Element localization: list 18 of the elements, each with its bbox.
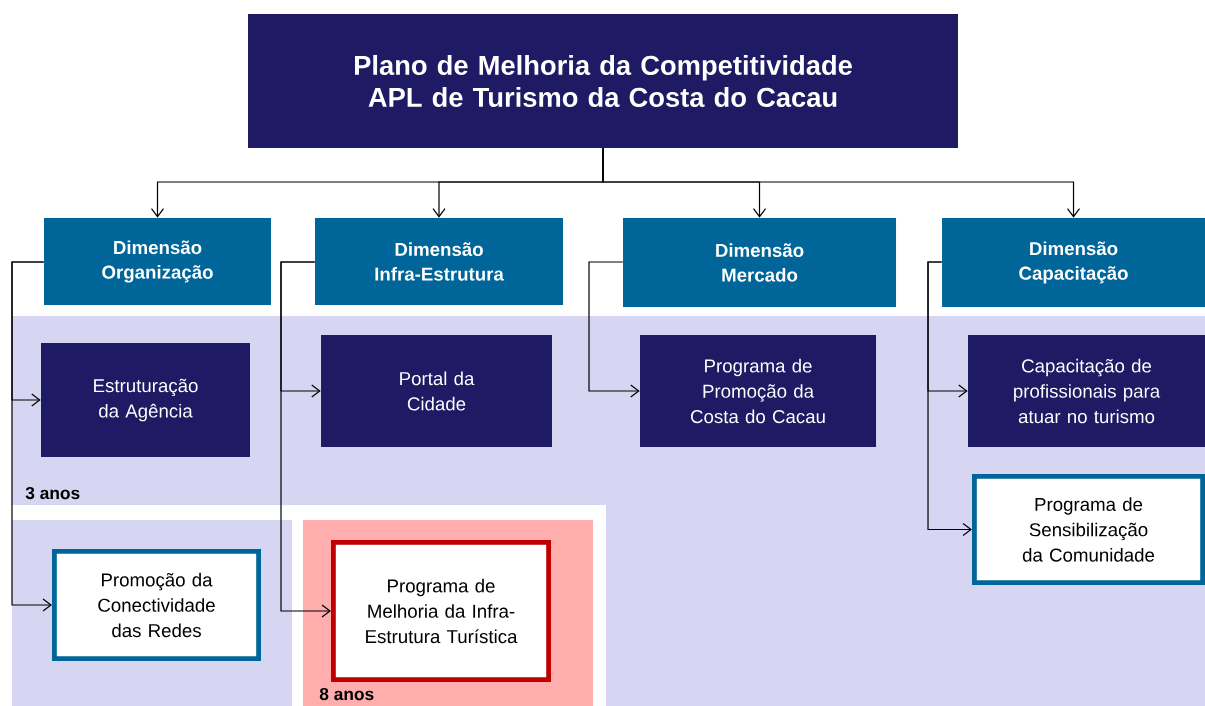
program-box: Promoção da Conectividade das Redes <box>52 549 261 661</box>
arrow <box>927 261 972 537</box>
arrow <box>280 261 331 618</box>
program-box: Capacitação de profissionais para atuar no turismo <box>968 335 1205 447</box>
dimension-box: Dimensão Organização <box>44 218 271 305</box>
arrow <box>602 147 1081 218</box>
node-label: 3 anos <box>25 486 80 500</box>
arrow <box>11 261 52 612</box>
program-box: Programa de Promoção da Costa do Cacau <box>640 335 876 447</box>
program-box: Estruturação da Agência <box>41 343 250 457</box>
program-box: Programa de Melhoria da Infra-Estrutura Turística <box>331 540 551 682</box>
program-box: Programa de Sensibilização da Comunidade <box>972 474 1205 585</box>
program-box: Portal da Cidade <box>321 335 552 447</box>
dimension-box: Dimensão Infra-Estrutura <box>315 218 563 305</box>
arrow <box>588 261 640 398</box>
dimension-box: Dimensão Capacitação <box>942 218 1205 307</box>
title-box: Plano de Melhoria da Competitividade APL de Turismo da Costa do Cacau <box>248 14 958 148</box>
dimension-box: Dimensão Mercado <box>623 218 896 307</box>
